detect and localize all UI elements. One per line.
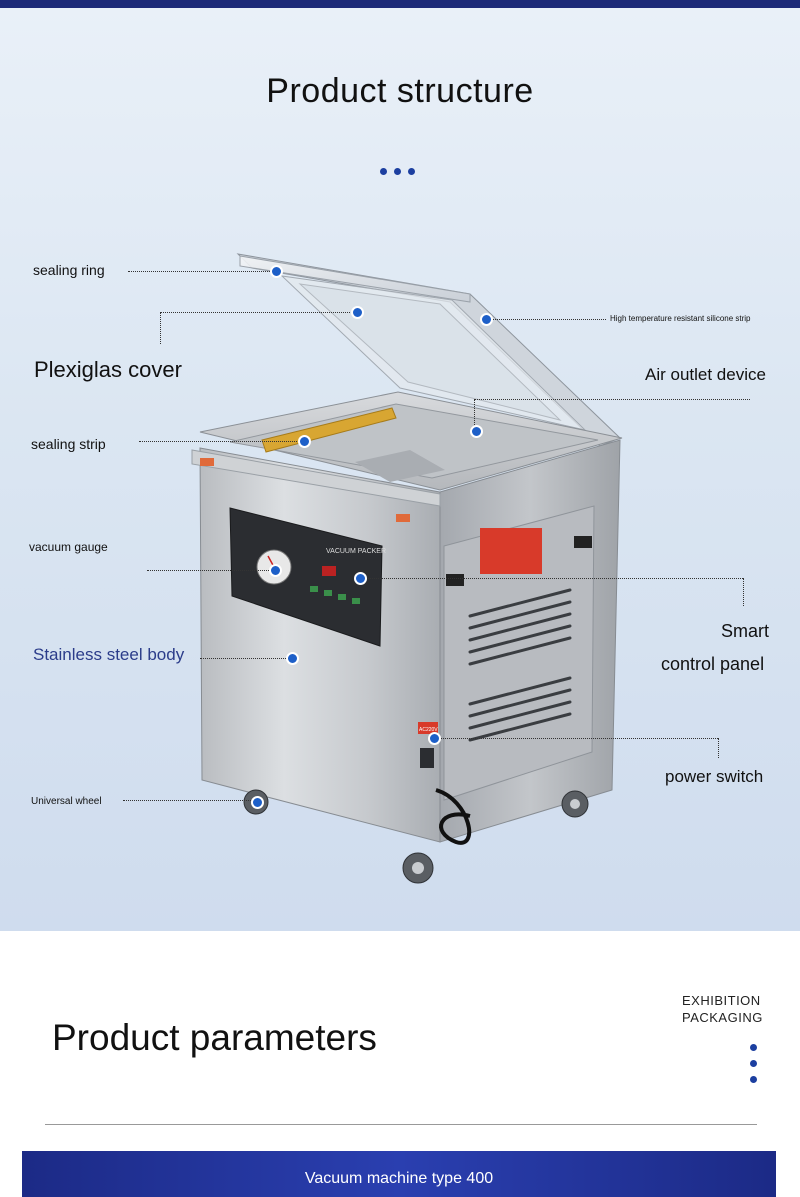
label-sealing-strip: sealing strip	[31, 436, 106, 452]
structure-title: Product structure	[266, 72, 534, 110]
label-vacuum-gauge: vacuum gauge	[29, 540, 108, 554]
parameters-title: Product parameters	[52, 1017, 377, 1058]
divider-line	[45, 1124, 757, 1125]
band-title: Vacuum machine type 400	[304, 1170, 494, 1187]
point-sealing-strip	[298, 435, 311, 448]
side-caption-line1: EXHIBITION	[682, 993, 761, 1008]
point-control-panel	[354, 572, 367, 585]
label-universal-wheel: Universal wheel	[31, 796, 102, 807]
point-vacuum-gauge	[269, 564, 282, 577]
leader-control-panel-vertical	[743, 578, 744, 606]
point-power-switch	[428, 732, 441, 745]
leader-air-outlet-vertical	[474, 399, 475, 431]
leader-sealing-ring	[128, 271, 276, 272]
leader-power-switch-vertical	[718, 738, 719, 758]
vacuum-machine-illustration: VACUUM PACKER AC220V	[191, 253, 623, 884]
leader-control-panel	[360, 578, 743, 579]
point-universal-wheel	[251, 796, 264, 809]
leader-universal-wheel	[123, 800, 257, 801]
product-structure-section: Product structure	[0, 8, 800, 931]
vertical-dots-decoration	[750, 1044, 757, 1092]
leader-vacuum-gauge	[147, 570, 275, 571]
point-silicone-strip	[480, 313, 493, 326]
product-parameters-section: EXHIBITION PACKAGING Product parameters …	[0, 931, 800, 1197]
point-air-outlet	[470, 425, 483, 438]
leader-plexiglas	[160, 312, 356, 313]
panel-label: VACUUM PACKER	[326, 548, 386, 555]
leader-silicone-strip	[486, 319, 606, 320]
title-dots-decoration	[380, 168, 415, 175]
leader-sealing-strip	[139, 441, 303, 442]
label-control-panel: control panel	[661, 654, 765, 674]
label-power-switch: power switch	[665, 767, 764, 786]
label-air-outlet: Air outlet device	[645, 365, 766, 384]
leader-air-outlet	[474, 399, 750, 400]
side-caption-line2: PACKAGING	[682, 1010, 763, 1025]
leader-plexiglas-vertical	[160, 312, 161, 344]
top-border-bar	[0, 0, 800, 8]
point-sealing-ring	[270, 265, 283, 278]
parameters-header-band: Vacuum machine type 400	[22, 1151, 776, 1197]
point-stainless-body	[286, 652, 299, 665]
label-stainless-body: Stainless steel body	[33, 645, 185, 664]
label-smart: Smart	[721, 621, 770, 641]
leader-stainless-body	[200, 658, 292, 659]
label-sealing-ring: sealing ring	[33, 262, 105, 278]
label-plexiglas-cover: Plexiglas cover	[34, 357, 182, 382]
point-plexiglas	[351, 306, 364, 319]
power-plate-label: AC220V	[419, 727, 438, 733]
label-silicone-strip: High temperature resistant silicone stri…	[610, 314, 751, 323]
side-caption: EXHIBITION PACKAGING	[682, 992, 763, 1026]
leader-power-switch	[434, 738, 718, 739]
